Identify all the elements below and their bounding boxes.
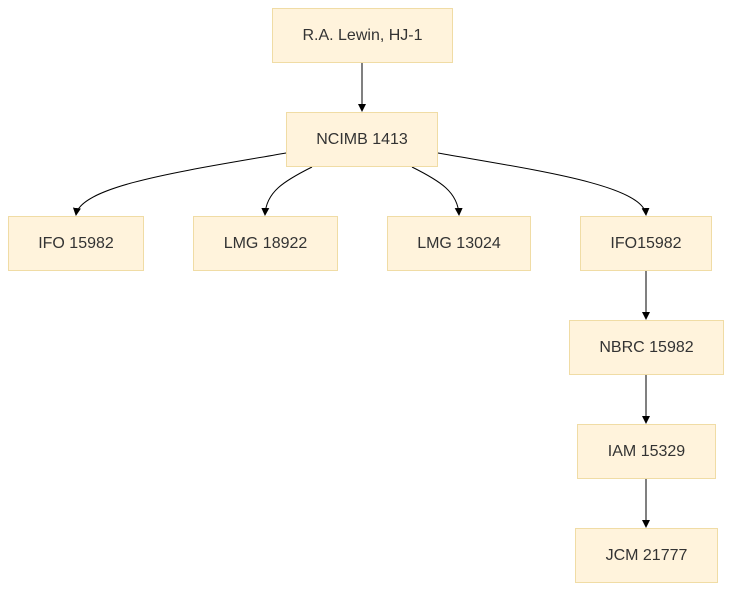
node-iam: IAM 15329 bbox=[577, 424, 716, 479]
node-nbrc: NBRC 15982 bbox=[569, 320, 724, 375]
edge-ncimb-lmg2 bbox=[411, 166, 463, 216]
node-jcm: JCM 21777 bbox=[575, 528, 718, 583]
node-lmg-18922: LMG 18922 bbox=[193, 216, 338, 271]
edge-ncimb-ifo1 bbox=[72, 152, 287, 216]
node-ncimb: NCIMB 1413 bbox=[286, 112, 438, 167]
node-lmg-13024: LMG 13024 bbox=[387, 216, 531, 271]
node-ifo-2: IFO15982 bbox=[580, 216, 712, 271]
edge-ncimb-lmg1 bbox=[261, 166, 313, 216]
node-root-strain: R.A. Lewin, HJ-1 bbox=[272, 8, 453, 63]
node-ifo-1: IFO 15982 bbox=[8, 216, 144, 271]
edge-ncimb-ifo2 bbox=[437, 152, 650, 216]
